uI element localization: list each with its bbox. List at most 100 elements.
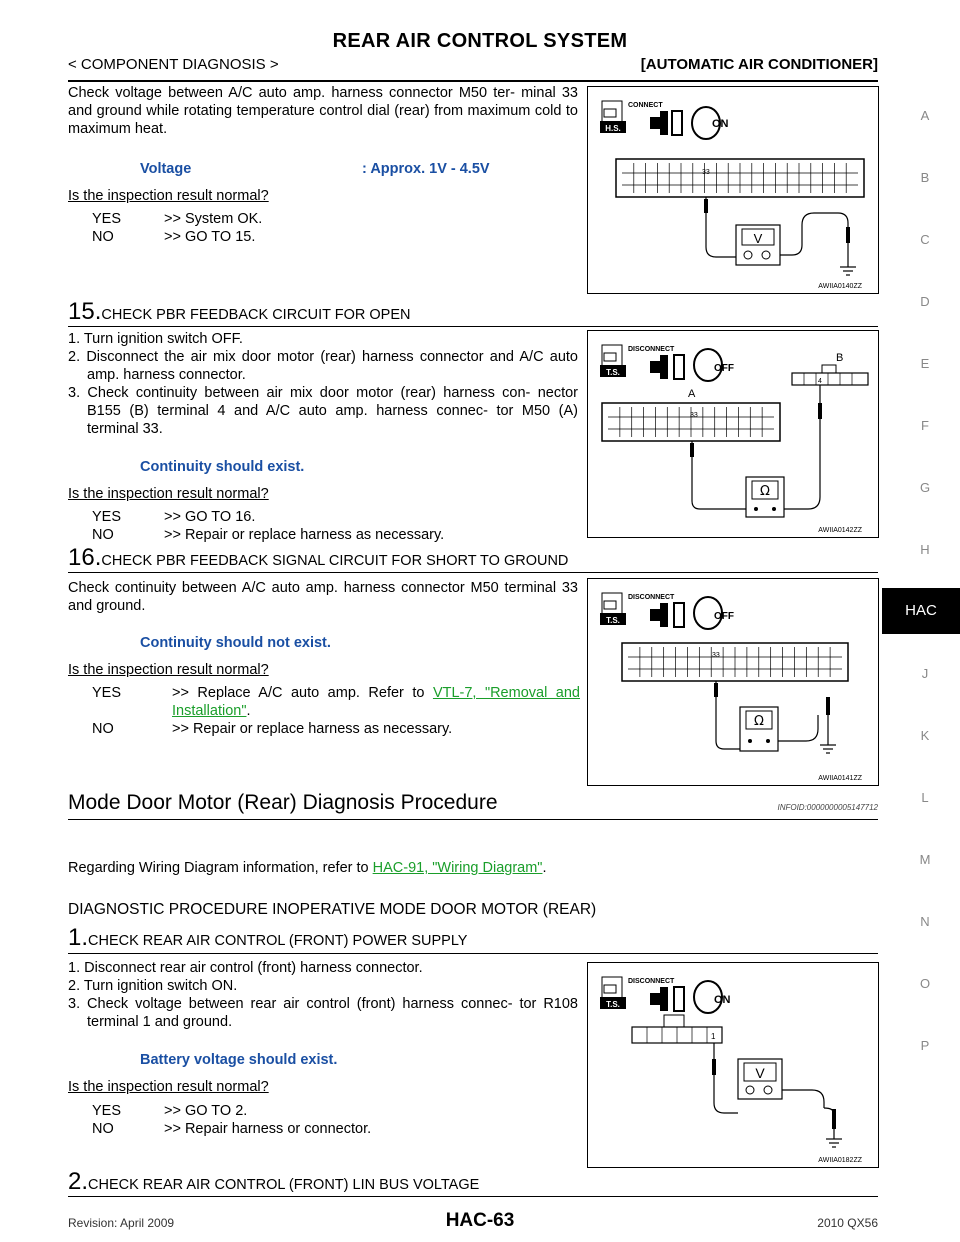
step16-heading: 16.CHECK PBR FEEDBACK SIGNAL CIRCUIT FOR… (68, 544, 568, 572)
step15-question: Is the inspection result normal? (68, 486, 269, 502)
sidebar-letter-b[interactable]: B (920, 170, 930, 185)
sidebar-letter-e[interactable]: E (920, 356, 930, 371)
hs-icon: H.S. (600, 100, 626, 133)
procedure-subheading: DIAGNOSTIC PROCEDURE INOPERATIVE MODE DO… (68, 901, 597, 918)
wiring-ref-end: . (542, 860, 547, 876)
no-text: >> Repair or replace harness as necessar… (172, 721, 453, 737)
footer-revision: Revision: April 2009 (68, 1216, 175, 1230)
step15-item-3: 3. Check continuity between air mix door… (68, 385, 578, 437)
svg-text:AWIIA0141ZZ: AWIIA0141ZZ (818, 775, 862, 782)
step2-number: 2. (68, 1168, 89, 1195)
svg-text:DISCONNECT: DISCONNECT (628, 594, 675, 601)
step14-answers: YES >> System OK. NO >> GO TO 15. (68, 210, 578, 246)
sidebar-letter-o[interactable]: O (919, 976, 931, 991)
step2-heading: 2.CHECK REAR AIR CONTROL (FRONT) LIN BUS… (68, 1168, 479, 1196)
footer-model: 2010 QX56 (817, 1216, 878, 1230)
no-key: NO (92, 721, 114, 737)
info-id: INFOID:0000000005147712 (777, 803, 878, 812)
step16-title: CHECK PBR FEEDBACK SIGNAL CIRCUIT FOR SH… (101, 553, 569, 569)
step1-item-1: 1. Disconnect rear air control (front) h… (68, 960, 423, 976)
step16-instruction: Check continuity between A/C auto amp. h… (68, 580, 578, 614)
step1-items: 1. Disconnect rear air control (front) h… (68, 959, 578, 1031)
page-title: REAR AIR CONTROL SYSTEM (332, 30, 628, 52)
wiring-ref-text: Regarding Wiring Diagram information, re… (68, 860, 373, 876)
no-text: >> GO TO 15. (164, 229, 256, 245)
step1-item-3: 3. Check voltage between rear air contro… (68, 996, 578, 1030)
step15-item-2: 2. Disconnect the air mix door motor (re… (68, 349, 578, 383)
wiring-diagram-reference: Regarding Wiring Diagram information, re… (68, 859, 547, 877)
sidebar-letter-d[interactable]: D (920, 294, 930, 309)
header-rule (68, 80, 878, 82)
step1-title: CHECK REAR AIR CONTROL (FRONT) POWER SUP… (88, 933, 468, 949)
ts-icon: T.S. (600, 344, 626, 377)
svg-text:33: 33 (712, 652, 720, 659)
connector-disconnect-icon (650, 602, 685, 628)
step14-spec-label: Voltage (140, 161, 192, 177)
svg-text:AWIIA0142ZZ: AWIIA0142ZZ (818, 527, 862, 534)
step15-title: CHECK PBR FEEDBACK CIRCUIT FOR OPEN (101, 307, 411, 323)
step16-rule (68, 572, 878, 573)
yes-text: >> System OK. (164, 211, 263, 227)
connector-disconnect-icon (650, 354, 685, 380)
yes-key: YES (92, 211, 122, 227)
sidebar-active-section[interactable]: HAC (882, 588, 960, 634)
no-text: >> Repair harness or connector. (164, 1121, 372, 1137)
no-text: >> Repair or replace harness as necessar… (164, 527, 445, 543)
svg-text:OFF: OFF (714, 611, 734, 622)
section-rule (68, 819, 878, 820)
svg-text:V: V (755, 1065, 765, 1081)
step16-spec: Continuity should not exist. (140, 635, 331, 651)
step14-spec-value: : Approx. 1V - 4.5V (362, 161, 490, 177)
step15-items: 1. Turn ignition switch OFF. 2. Disconne… (68, 330, 578, 438)
no-key: NO (92, 229, 114, 245)
svg-text:OFF: OFF (714, 363, 734, 374)
step15-answers: YES>> GO TO 16. NO>> Repair or replace h… (68, 508, 578, 544)
sidebar-letter-n[interactable]: N (920, 914, 930, 929)
step15-item-1: 1. Turn ignition switch OFF. (68, 331, 243, 347)
sidebar-letter-f[interactable]: F (921, 418, 929, 433)
ignition-off-icon: OFF (693, 348, 734, 382)
sidebar-letter-l[interactable]: L (921, 790, 929, 805)
sidebar-letter-m[interactable]: M (919, 852, 931, 867)
ignition-on-icon: ON (691, 106, 729, 140)
ignition-on-icon: ON (693, 980, 731, 1014)
sidebar-letter-p[interactable]: P (920, 1038, 930, 1053)
link-hac-91-wiring-diagram[interactable]: HAC-91, "Wiring Diagram" (372, 860, 543, 876)
sidebar-letter-g[interactable]: G (919, 480, 931, 495)
connector-disconnect-icon (650, 986, 685, 1012)
sidebar-letter-a[interactable]: A (920, 108, 930, 123)
step14-instruction: Check voltage between A/C auto amp. harn… (68, 85, 578, 137)
ts-icon: T.S. (600, 976, 626, 1009)
step1-rule (68, 953, 878, 954)
step1-heading: 1.CHECK REAR AIR CONTROL (FRONT) POWER S… (68, 924, 467, 952)
step16-number: 16. (68, 544, 102, 571)
yes-text: >> GO TO 16. (164, 509, 256, 525)
svg-text:V: V (754, 231, 763, 246)
svg-text:T.S.: T.S. (606, 1000, 620, 1009)
figure-short-to-ground-m50: T.S. DISCONNECT OFF 33 Ω AWIIA0141ZZ (587, 578, 879, 786)
svg-text:ON: ON (714, 994, 731, 1006)
ignition-off-icon: OFF (693, 596, 734, 630)
sidebar-letter-h[interactable]: H (920, 542, 930, 557)
svg-text:Ω: Ω (754, 714, 764, 729)
sidebar-letter-k[interactable]: K (920, 728, 930, 743)
yes-key: YES (92, 685, 122, 701)
sidebar-letter-j[interactable]: J (921, 666, 929, 681)
step15-heading: 15.CHECK PBR FEEDBACK CIRCUIT FOR OPEN (68, 298, 410, 326)
svg-text:H.S.: H.S. (605, 124, 621, 133)
svg-text:T.S.: T.S. (606, 368, 620, 377)
svg-text:A: A (688, 388, 696, 400)
svg-text:AWIIA0182ZZ: AWIIA0182ZZ (818, 1157, 862, 1164)
svg-text:DISCONNECT: DISCONNECT (628, 978, 675, 985)
link-vtl-7-removal[interactable]: VTL-7, "Removal and Installation" (172, 685, 580, 719)
svg-text:DISCONNECT: DISCONNECT (628, 346, 675, 353)
header-section-right: [AUTOMATIC AIR CONDITIONER] (640, 56, 878, 73)
figure-power-supply-r108: T.S. DISCONNECT ON 1 V (587, 962, 879, 1168)
sidebar-letter-c[interactable]: C (920, 232, 930, 247)
yes-text: >> Replace A/C auto amp. Refer to (172, 685, 433, 701)
step2-title: CHECK REAR AIR CONTROL (FRONT) LIN BUS V… (88, 1177, 480, 1193)
step2-rule (68, 1196, 878, 1197)
yes-text-end: . (246, 703, 251, 719)
step1-spec: Battery voltage should exist. (140, 1052, 338, 1068)
no-key: NO (92, 1121, 114, 1137)
